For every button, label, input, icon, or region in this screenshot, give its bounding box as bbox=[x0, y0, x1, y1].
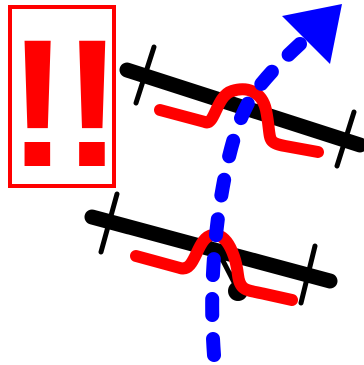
lower-wire bbox=[92, 194, 330, 303]
warning-badge: !! bbox=[7, 1, 116, 205]
warning-exclamation-text: !! bbox=[7, 1, 116, 205]
